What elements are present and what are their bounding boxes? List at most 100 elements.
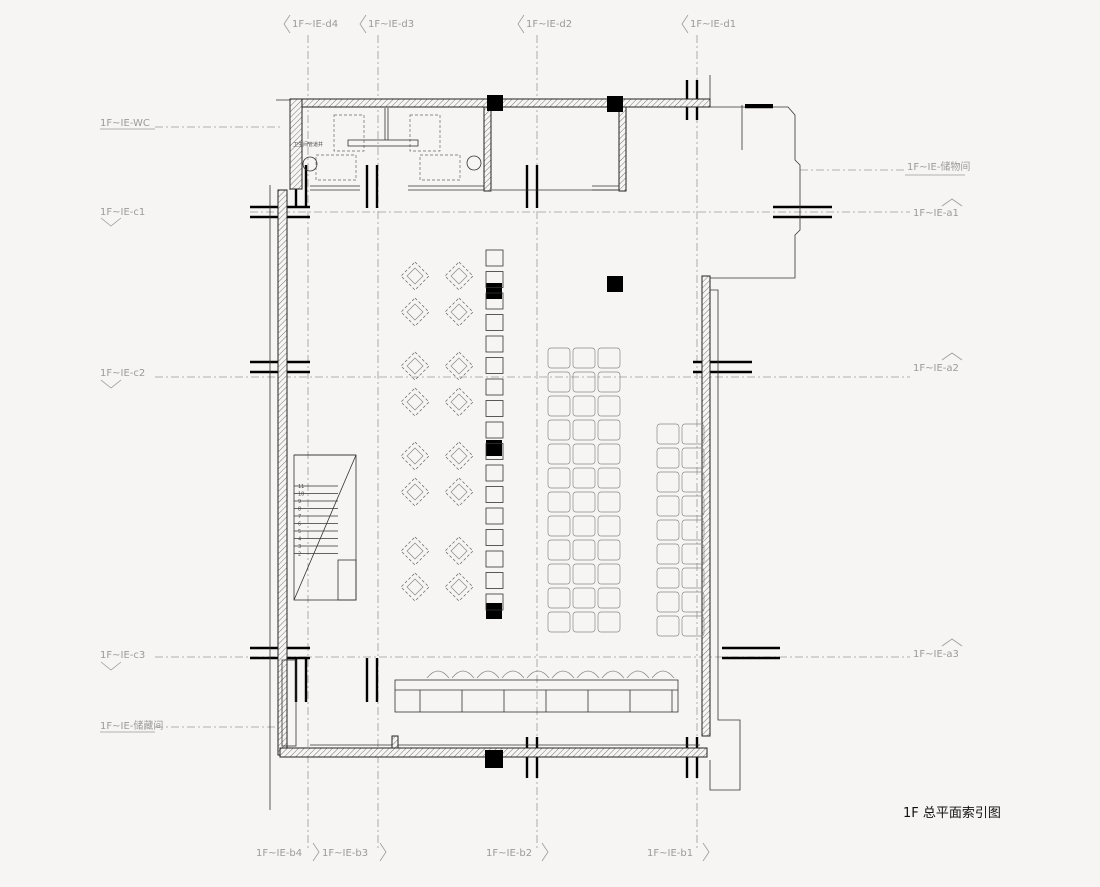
table-top <box>406 267 424 285</box>
seat <box>597 443 621 465</box>
bench-segment <box>485 572 504 589</box>
bench-segment <box>485 529 504 546</box>
table <box>444 351 474 381</box>
stair-step-number: 3 <box>298 544 301 550</box>
table <box>400 536 430 566</box>
seat <box>572 611 596 633</box>
bench-segment <box>485 464 504 482</box>
mark-right-a2: 1F~IE-a2 <box>913 363 959 374</box>
top-markers: 1F~IE-d4 1F~IE-d3 1F~IE-d2 1F~IE-d1 <box>283 14 736 34</box>
seat <box>547 371 571 393</box>
seat <box>681 519 705 541</box>
bottom-bench-seats <box>419 670 675 712</box>
seat <box>681 567 705 589</box>
seat <box>681 423 705 445</box>
mark-bottom-b2: 1F~IE-b2 <box>486 848 532 859</box>
seat <box>547 611 571 633</box>
seat <box>597 395 621 417</box>
bench-segment <box>485 314 504 331</box>
stair-step-number: 10 <box>298 492 304 498</box>
seat <box>681 495 705 517</box>
table <box>444 387 474 417</box>
mark-left-c2: 1F~IE-c2 <box>100 368 145 379</box>
seat <box>597 347 621 369</box>
table <box>444 261 474 291</box>
seat <box>572 467 596 489</box>
seat <box>547 467 571 489</box>
bench-segment <box>485 507 504 525</box>
table-top <box>450 542 468 560</box>
table <box>444 536 474 566</box>
bench-seat <box>526 670 550 679</box>
seat <box>597 419 621 441</box>
seat <box>656 447 680 469</box>
mark-top-d1: 1F~IE-d1 <box>690 19 736 30</box>
mark-left-wc: 1F~IE-WC <box>100 118 150 129</box>
mark-bottom-b4: 1F~IE-b4 <box>256 848 302 859</box>
mark-top-d2: 1F~IE-d2 <box>526 19 572 30</box>
seat <box>547 563 571 585</box>
drawing-title: 1F 总平面索引图 <box>903 806 1001 821</box>
seat <box>547 515 571 537</box>
seat <box>572 443 596 465</box>
mark-bottom-b3: 1F~IE-b3 <box>322 848 368 859</box>
stair-step-number: 6 <box>298 522 301 528</box>
mark-left-c1: 1F~IE-c1 <box>100 207 145 218</box>
stair-step-number: 11 <box>298 484 304 490</box>
table-top <box>406 578 424 596</box>
right-markers: 1F~IE-储物间 1F~IE-a1 1F~IE-a2 1F~IE-a3 <box>905 160 970 660</box>
table-top <box>450 393 468 411</box>
stair-step-number: 4 <box>298 537 301 543</box>
table-top <box>406 447 424 465</box>
mark-left-storage: 1F~IE-储藏间 <box>100 719 163 732</box>
seat <box>597 515 621 537</box>
table-top <box>450 447 468 465</box>
seat <box>597 539 621 561</box>
stair-step-number: 7 <box>298 514 301 520</box>
grid-lines <box>155 35 910 848</box>
seat <box>597 371 621 393</box>
seat <box>597 467 621 489</box>
room-label: 卫生间管道井 <box>293 141 323 148</box>
seating-grid <box>547 347 705 637</box>
table <box>400 477 430 507</box>
bench-segment <box>485 249 504 267</box>
bench-segment <box>485 443 504 460</box>
seat <box>572 563 596 585</box>
stair-step-number: 8 <box>298 507 301 513</box>
bench-seat <box>426 670 450 679</box>
table-top <box>450 267 468 285</box>
mark-top-d3: 1F~IE-d3 <box>368 19 414 30</box>
bench-segment <box>485 292 504 310</box>
table <box>400 351 430 381</box>
seat <box>597 563 621 585</box>
left-markers: 1F~IE-WC 1F~IE-c1 1F~IE-c2 1F~IE-c3 1F~I… <box>100 118 163 733</box>
seat <box>572 371 596 393</box>
bench-seat <box>451 670 475 679</box>
bench-seat <box>551 670 575 679</box>
bench-segment <box>485 421 504 439</box>
seat <box>572 347 596 369</box>
mark-bottom-b1: 1F~IE-b1 <box>647 848 693 859</box>
seat <box>547 491 571 513</box>
seat <box>572 515 596 537</box>
seat <box>547 539 571 561</box>
bench-seat <box>626 670 650 679</box>
bench-seat <box>601 670 625 679</box>
table-top <box>450 357 468 375</box>
section-cut-marks <box>250 80 832 778</box>
table-top <box>450 578 468 596</box>
seat <box>656 543 680 565</box>
seat <box>597 611 621 633</box>
seat <box>656 615 680 637</box>
table-top <box>406 393 424 411</box>
table-top <box>406 483 424 501</box>
columns <box>485 95 773 768</box>
table <box>400 441 430 471</box>
bench-segment <box>485 357 504 374</box>
mark-top-d4: 1F~IE-d4 <box>292 19 338 30</box>
mark-right-storage: 1F~IE-储物间 <box>907 160 970 173</box>
seat <box>656 591 680 613</box>
table <box>400 387 430 417</box>
